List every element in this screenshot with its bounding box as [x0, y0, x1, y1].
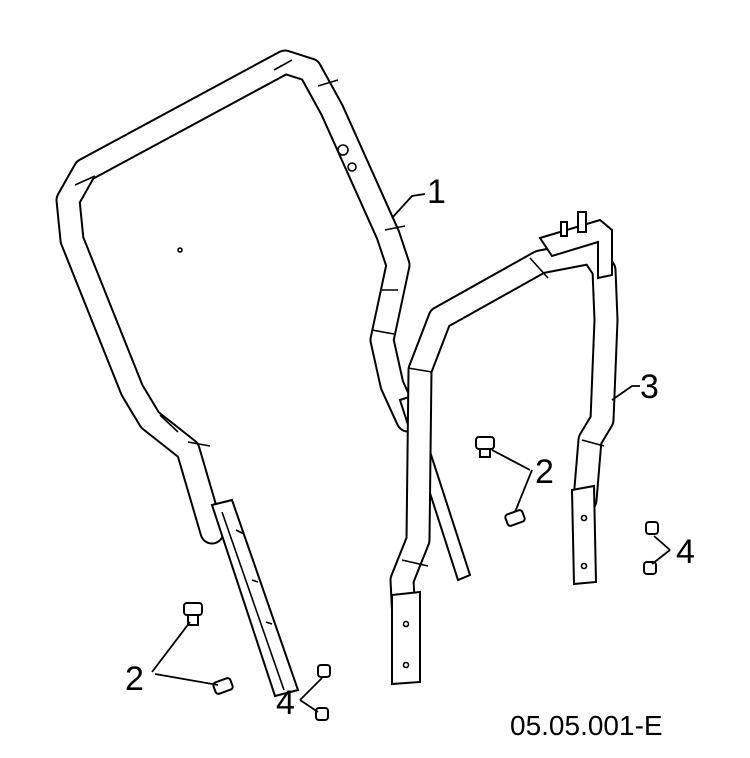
leader-lines [151, 193, 671, 713]
callout-2-left: 2 [125, 660, 144, 698]
nut-4-right-b [643, 561, 657, 575]
nut-4-right-a [645, 521, 659, 535]
handlebar-small [389, 211, 619, 686]
callout-4-left: 4 [276, 684, 295, 722]
figure-code: 05.05.001-E [510, 710, 663, 741]
bolts [183, 436, 659, 721]
bolt-2-upper-mid [475, 436, 495, 458]
callout-2-mid: 2 [535, 453, 554, 491]
bolt-2-lower-mid [504, 509, 526, 527]
bolt-2-upper-left [183, 602, 203, 626]
callout-4-right: 4 [676, 533, 695, 571]
bolt-2-lower-left [212, 677, 234, 695]
callout-3: 3 [640, 368, 659, 406]
callout-1: 1 [427, 173, 446, 211]
nut-4-left-a [317, 664, 331, 678]
nut-4-left-b [315, 707, 329, 721]
